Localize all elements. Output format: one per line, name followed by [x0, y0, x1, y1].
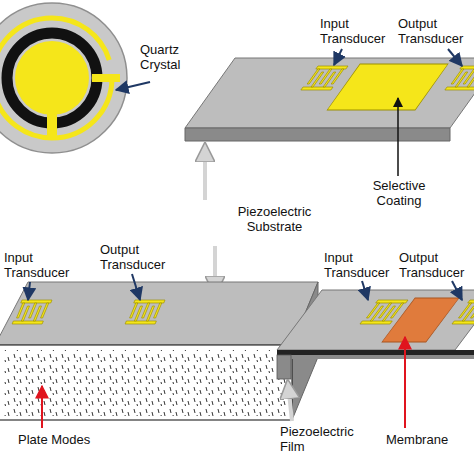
leader-line: [334, 49, 342, 65]
leader-arrow: [203, 146, 207, 200]
part-label: Output Transducer: [398, 16, 470, 46]
leader-line: [132, 274, 140, 300]
leader-line: [41, 386, 43, 428]
part-label: Piezoelectric Film: [280, 424, 366, 454]
leader-arrow: [288, 383, 292, 421]
part-label: Input Transducer: [324, 250, 400, 280]
part-label: Output Transducer: [399, 250, 471, 280]
part-label: Input Transducer: [4, 250, 80, 280]
part-label: Plate Modes: [18, 432, 128, 447]
leader-line: [448, 49, 462, 66]
leader-line: [404, 337, 406, 428]
membrane-chip: [277, 290, 474, 379]
saw-chip: [185, 58, 474, 141]
part-label: Piezoelectric Substrate: [212, 204, 337, 234]
plate-block: [0, 282, 318, 420]
quartz-disc: [0, 3, 127, 153]
leader-line: [116, 82, 150, 90]
part-label: Output Transducer: [100, 242, 176, 272]
leader-line: [397, 98, 399, 176]
part-label: Input Transducer: [320, 16, 396, 46]
leader-line: [362, 281, 368, 300]
part-label: Membrane: [386, 432, 470, 447]
part-label: Quartz Crystal: [140, 42, 198, 72]
part-label: Selective Coating: [358, 178, 440, 208]
leader-line: [452, 281, 462, 300]
leader-line: [28, 282, 30, 300]
